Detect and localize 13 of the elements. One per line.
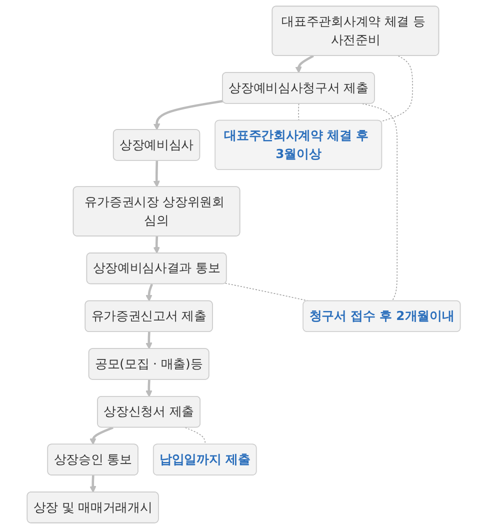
arrow — [154, 236, 160, 254]
arrow — [154, 160, 160, 188]
arrow — [295, 54, 314, 74]
arrow — [90, 475, 97, 493]
arrow — [154, 100, 224, 130]
arrow — [146, 380, 153, 398]
arrow — [146, 332, 153, 350]
connector — [298, 103, 300, 122]
connector — [362, 103, 398, 302]
arrow — [90, 426, 114, 445]
connector — [185, 427, 206, 445]
connector — [380, 56, 414, 122]
arrow — [146, 284, 154, 302]
